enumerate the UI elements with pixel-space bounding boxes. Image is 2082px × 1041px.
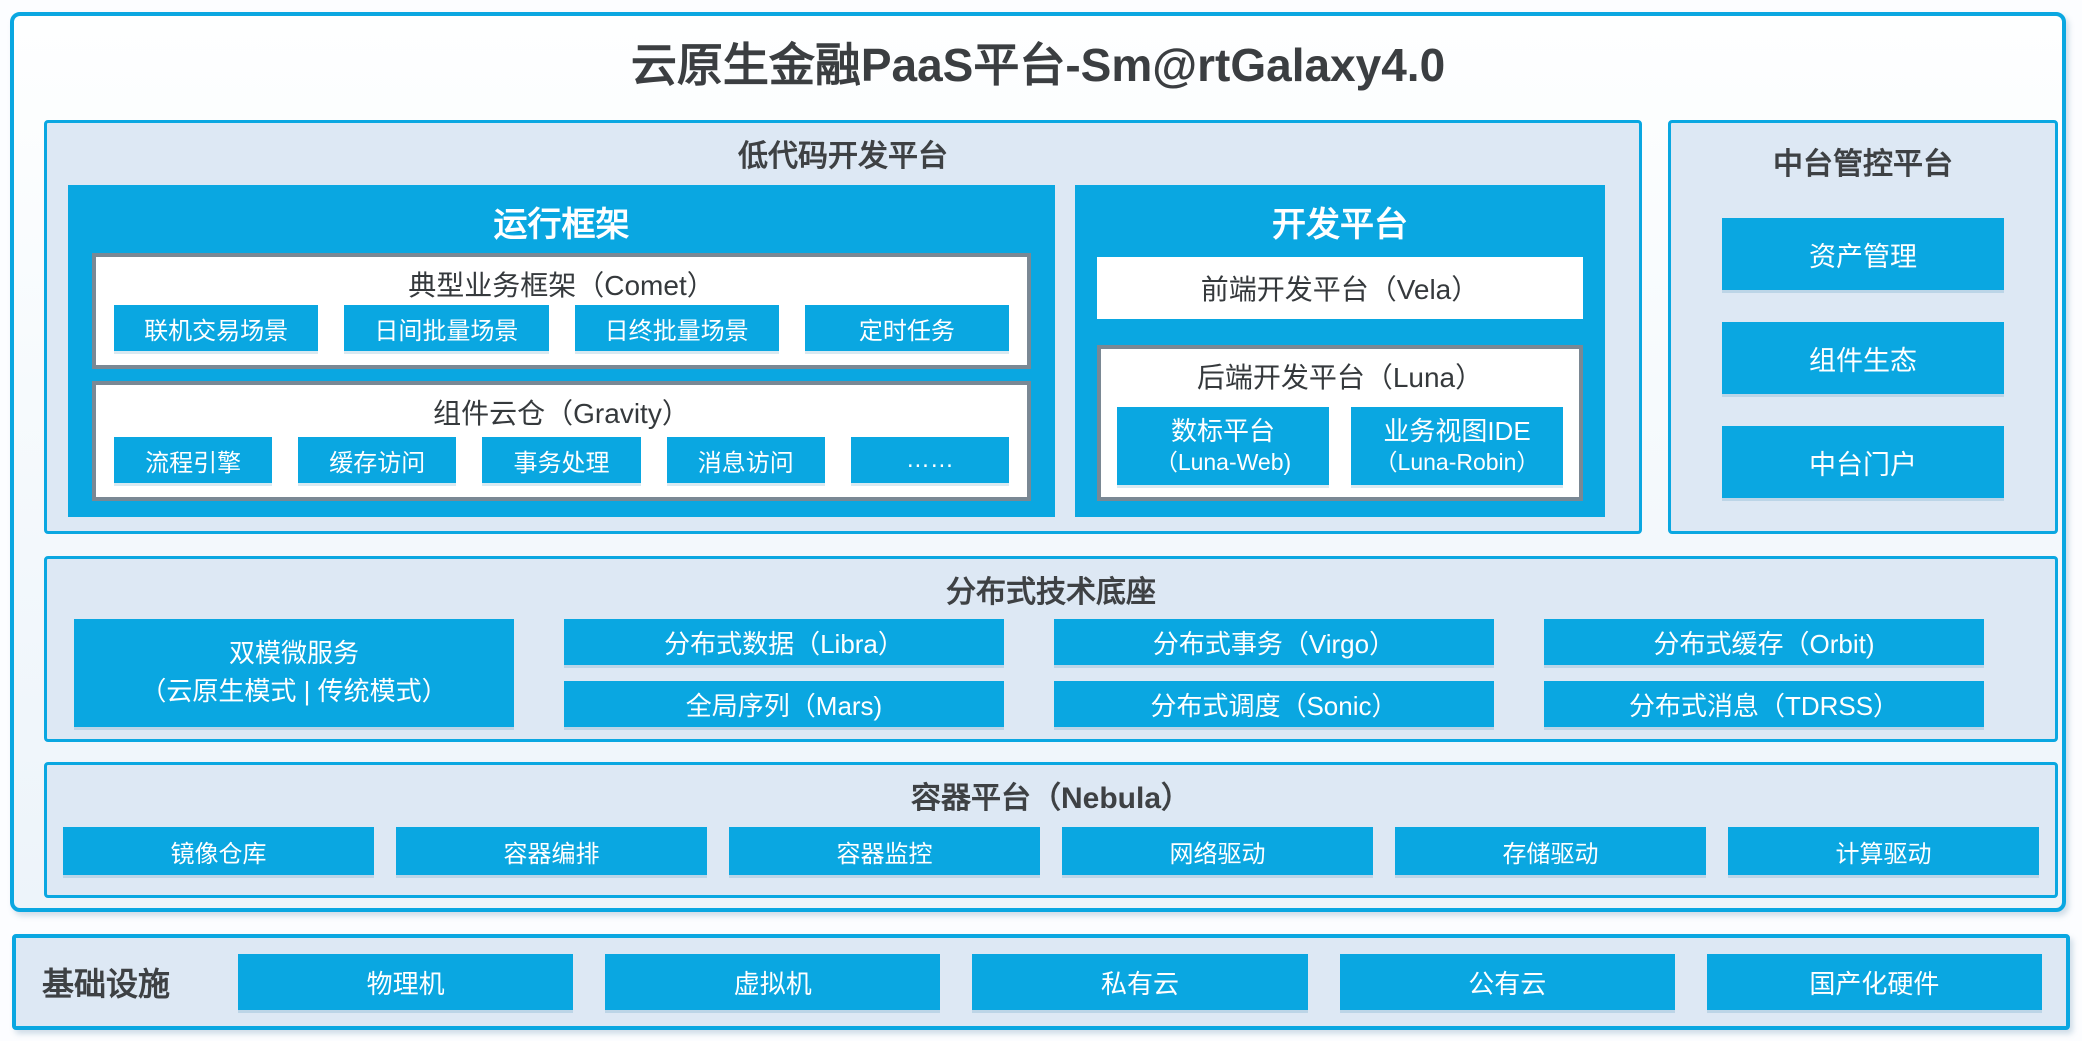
lowcode-platform-title: 低代码开发平台 (738, 140, 948, 173)
container-item-compute-driver: 计算驱动 (1728, 827, 2039, 875)
midplatform-items: 资产管理 组件生态 中台门户 (1671, 218, 2055, 498)
page-title: 云原生金融PaaS平台-Sm@rtGalaxy4.0 (630, 39, 1446, 91)
container-item-network-driver: 网络驱动 (1062, 827, 1373, 875)
distributed-base-title: 分布式技术底座 (946, 576, 1156, 609)
infrastructure-item-public-cloud: 公有云 (1339, 954, 1675, 1010)
distributed-item-data-libra: 分布式数据（Libra） (564, 619, 1004, 665)
gravity-warehouse-title: 组件云仓（Gravity） (433, 398, 690, 429)
comet-item-online-transaction: 联机交易场景 (114, 305, 319, 351)
distributed-column-2: 分布式事务（Virgo） 分布式调度（Sonic） (1054, 619, 1494, 727)
gravity-item-ellipsis: …… (850, 437, 1010, 483)
runtime-framework-panel: 运行框架 典型业务框架（Comet） 联机交易场景 日间批量场景 日终批量场景 … (68, 185, 1055, 517)
luna-item-web-code: （Luna-Web) (1154, 448, 1292, 475)
distributed-column-3: 分布式缓存（Orbit) 分布式消息（TDRSS） (1544, 619, 1984, 727)
platform-frame: 云原生金融PaaS平台-Sm@rtGalaxy4.0 低代码开发平台 运行框架 … (10, 12, 2066, 912)
luna-item-robin-code: （Luna-Robin） (1374, 448, 1540, 475)
gravity-item-cache-access: 缓存访问 (298, 437, 457, 483)
midplatform-control-title: 中台管控平台 (1773, 148, 1953, 181)
luna-item-web-name: 数标平台 (1170, 416, 1275, 447)
dual-mode-microservice: 双模微服务 （云原生模式 | 传统模式） (74, 619, 514, 727)
distributed-items: 双模微服务 （云原生模式 | 传统模式） 分布式数据（Libra） 全局序列（M… (74, 619, 1984, 727)
distributed-base-section: 分布式技术底座 双模微服务 （云原生模式 | 传统模式） 分布式数据（Libra… (44, 556, 2058, 742)
comet-item-endofday-batch: 日终批量场景 (574, 305, 779, 351)
comet-items-row: 联机交易场景 日间批量场景 日终批量场景 定时任务 (114, 305, 1009, 351)
luna-item-robin-name: 业务视图IDE (1383, 416, 1531, 447)
container-platform-title: 容器平台（Nebula） (910, 782, 1192, 815)
infrastructure-item-physical-machine: 物理机 (238, 954, 574, 1010)
luna-item-web: 数标平台 （Luna-Web) (1117, 407, 1329, 485)
comet-item-daytime-batch: 日间批量场景 (344, 305, 549, 351)
distributed-item-sequence-mars: 全局序列（Mars) (564, 681, 1004, 727)
luna-backend-title: 后端开发平台（Luna） (1196, 362, 1484, 393)
distributed-item-cache-orbit: 分布式缓存（Orbit) (1544, 619, 1984, 665)
container-platform-section: 容器平台（Nebula） 镜像仓库 容器编排 容器监控 网络驱动 存储驱动 计算… (44, 762, 2058, 898)
distributed-item-scheduling-sonic: 分布式调度（Sonic） (1054, 681, 1494, 727)
gravity-items-row: 流程引擎 缓存访问 事务处理 消息访问 …… (114, 437, 1010, 483)
midplatform-item-component-ecosystem: 组件生态 (1722, 322, 2004, 394)
lowcode-platform-section: 低代码开发平台 运行框架 典型业务框架（Comet） 联机交易场景 日间批量场景… (44, 120, 1642, 534)
infrastructure-items: 物理机 虚拟机 私有云 公有云 国产化硬件 (238, 954, 2043, 1010)
container-item-image-registry: 镜像仓库 (63, 827, 374, 875)
infrastructure-item-domestic-hardware: 国产化硬件 (1706, 954, 2043, 1010)
midplatform-control-section: 中台管控平台 资产管理 组件生态 中台门户 (1668, 120, 2058, 534)
gravity-item-process-engine: 流程引擎 (114, 437, 273, 483)
distributed-column-1: 分布式数据（Libra） 全局序列（Mars) (564, 619, 1004, 727)
comet-item-scheduled-task: 定时任务 (804, 305, 1009, 351)
runtime-framework-title: 运行框架 (493, 206, 630, 244)
luna-backend-box: 后端开发平台（Luna） 数标平台 （Luna-Web) 业务视图IDE （Lu… (1097, 345, 1583, 501)
comet-framework-title: 典型业务框架（Comet） (408, 270, 715, 301)
container-item-orchestration: 容器编排 (396, 827, 707, 875)
luna-items-row: 数标平台 （Luna-Web) 业务视图IDE （Luna-Robin） (1117, 407, 1563, 485)
gravity-item-transaction-processing: 事务处理 (482, 437, 641, 483)
gravity-item-message-access: 消息访问 (666, 437, 825, 483)
comet-framework-box: 典型业务框架（Comet） 联机交易场景 日间批量场景 日终批量场景 定时任务 (92, 253, 1031, 369)
dev-platform-panel: 开发平台 前端开发平台（Vela） 后端开发平台（Luna） 数标平台 （Lun… (1075, 185, 1605, 517)
infrastructure-title: 基础设施 (42, 966, 171, 1002)
infrastructure-item-private-cloud: 私有云 (972, 954, 1308, 1010)
midplatform-item-portal: 中台门户 (1722, 426, 2004, 498)
gravity-warehouse-box: 组件云仓（Gravity） 流程引擎 缓存访问 事务处理 消息访问 …… (92, 381, 1031, 501)
container-item-monitoring: 容器监控 (729, 827, 1040, 875)
container-platform-items: 镜像仓库 容器编排 容器监控 网络驱动 存储驱动 计算驱动 (63, 827, 2039, 875)
dual-mode-microservice-modes: （云原生模式 | 传统模式） (140, 676, 448, 706)
dev-platform-title: 开发平台 (1272, 206, 1408, 244)
infrastructure-section: 基础设施 物理机 虚拟机 私有云 公有云 国产化硬件 (12, 934, 2070, 1030)
dual-mode-microservice-name: 双模微服务 (228, 638, 359, 669)
vela-frontend-box: 前端开发平台（Vela） (1097, 257, 1583, 319)
midplatform-item-asset-management: 资产管理 (1722, 218, 2004, 290)
luna-item-robin: 业务视图IDE （Luna-Robin） (1351, 407, 1563, 485)
container-item-storage-driver: 存储驱动 (1395, 827, 1706, 875)
infrastructure-item-virtual-machine: 虚拟机 (605, 954, 941, 1010)
distributed-item-message-tdrss: 分布式消息（TDRSS） (1544, 681, 1984, 727)
distributed-item-transaction-virgo: 分布式事务（Virgo） (1054, 619, 1494, 665)
